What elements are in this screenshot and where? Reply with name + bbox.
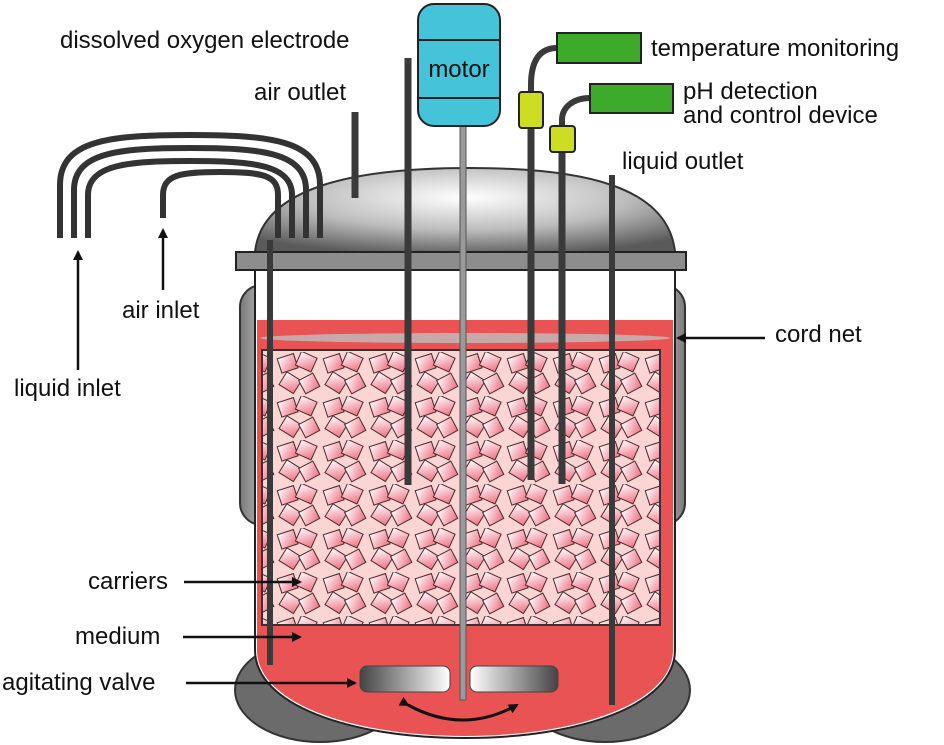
ph-plug	[549, 125, 576, 153]
air-inlet-pipe	[160, 168, 281, 238]
temperature-cable	[528, 45, 558, 95]
agitator-shaft	[459, 124, 467, 701]
agitator-blade-left	[359, 665, 451, 693]
motor-housing	[417, 3, 501, 127]
ph-cable	[559, 95, 591, 128]
agitator-blade-right	[469, 665, 559, 693]
liquid-outlet-label: liquid outlet	[622, 148, 744, 175]
air-inlet-label: air inlet	[122, 297, 200, 324]
ph-detection-label: pH detection	[683, 78, 818, 105]
ph-control-device-label: and control device	[683, 102, 878, 129]
rotation-arrow	[398, 696, 519, 722]
temperature-monitoring-label: temperature monitoring	[651, 35, 899, 62]
motor-label: motor	[428, 56, 489, 83]
temperature-monitor-box	[556, 32, 642, 64]
liquid-inlet-pipes	[57, 131, 323, 238]
temperature-plug	[518, 91, 544, 129]
agitating-valve-label: agitating valve	[2, 669, 155, 696]
air-outlet-label: air outlet	[254, 79, 346, 106]
medium-label: medium	[75, 623, 160, 650]
cord-net-label: cord net	[775, 321, 862, 348]
liquid-inlet-label: liquid inlet	[14, 375, 121, 402]
dissolved-oxygen-electrode-label: dissolved oxygen electrode	[60, 27, 350, 54]
ph-device-box	[589, 83, 674, 114]
carriers-label: carriers	[88, 568, 168, 595]
